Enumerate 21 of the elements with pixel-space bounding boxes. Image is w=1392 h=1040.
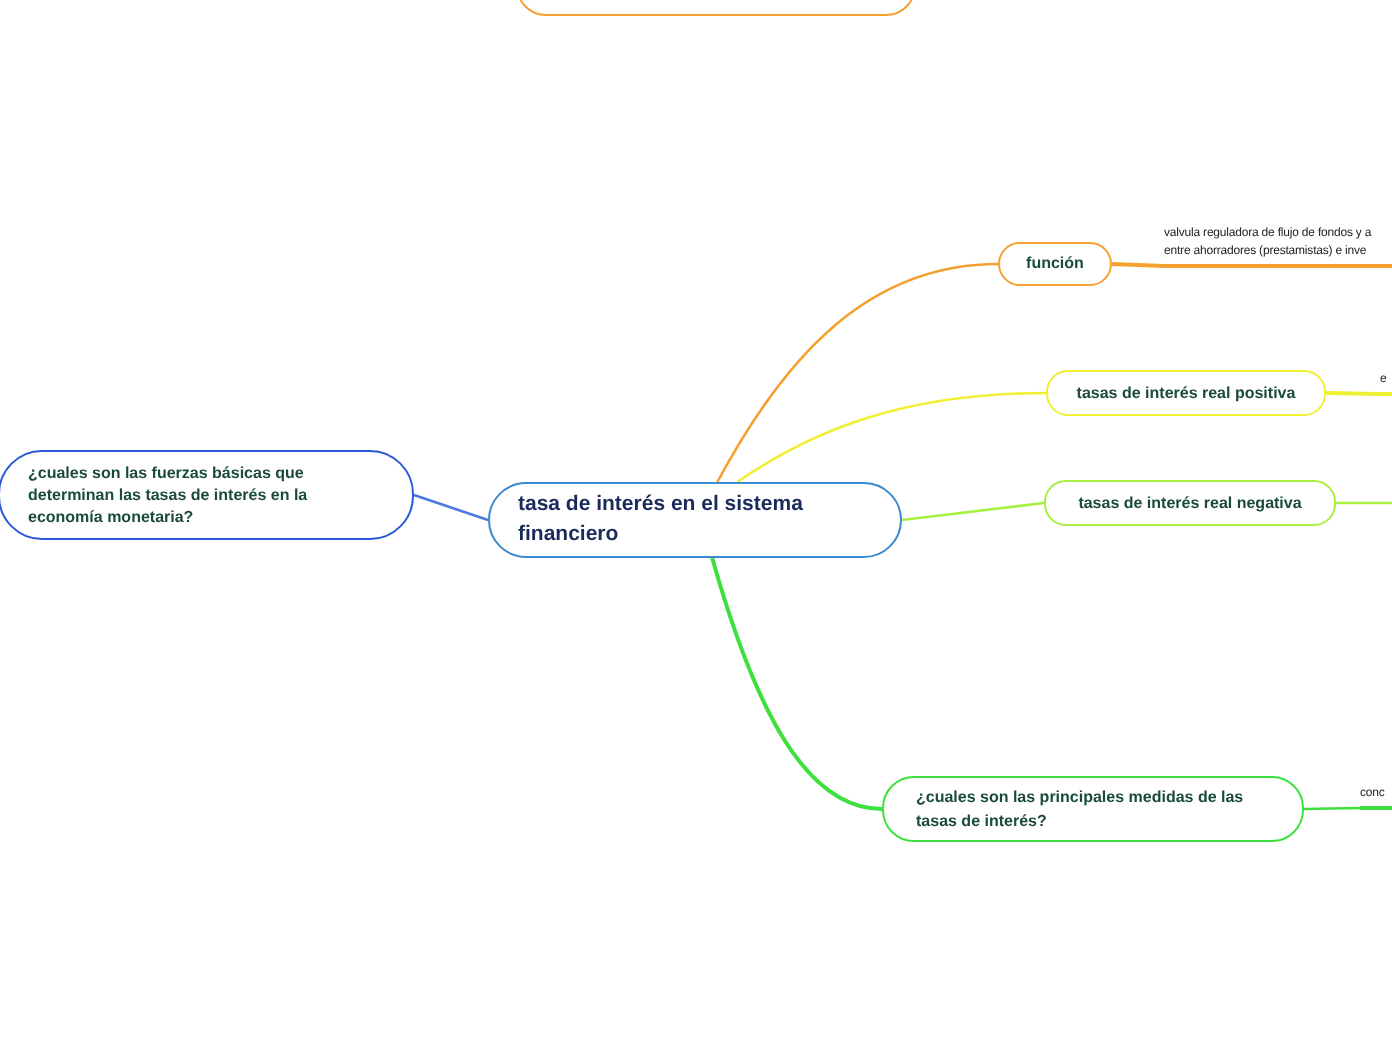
topic-label: ¿cuales son las fuerzas básicas que determinan las tasas de interés en la economía monetaria? (28, 461, 310, 529)
topic-label: función (1026, 252, 1084, 276)
connector-line (1336, 501, 1392, 505)
connector-line (901, 501, 1045, 522)
connector-line (736, 391, 1047, 484)
topic-pill (1044, 480, 1336, 526)
topic-label: tasa de interés en el sistema financiero (518, 490, 805, 550)
connector-line (1325, 391, 1381, 396)
topic-pill (488, 482, 902, 558)
topic-pill (998, 242, 1112, 286)
connector-line (413, 493, 489, 522)
topic-label: tasas de interés real positiva (1076, 381, 1296, 405)
topic-pill (882, 776, 1304, 842)
connector-line (710, 557, 883, 811)
topic-pill (0, 450, 414, 540)
connector-line (716, 262, 999, 483)
connector-line (1111, 262, 1165, 268)
connector-line (1303, 806, 1361, 811)
topic-pill (1046, 370, 1326, 416)
topic-label: tasas de interés real negativa (1078, 491, 1302, 515)
topic-label: ¿cuales son las principales medidas de las tasas de interés? (916, 786, 1246, 832)
